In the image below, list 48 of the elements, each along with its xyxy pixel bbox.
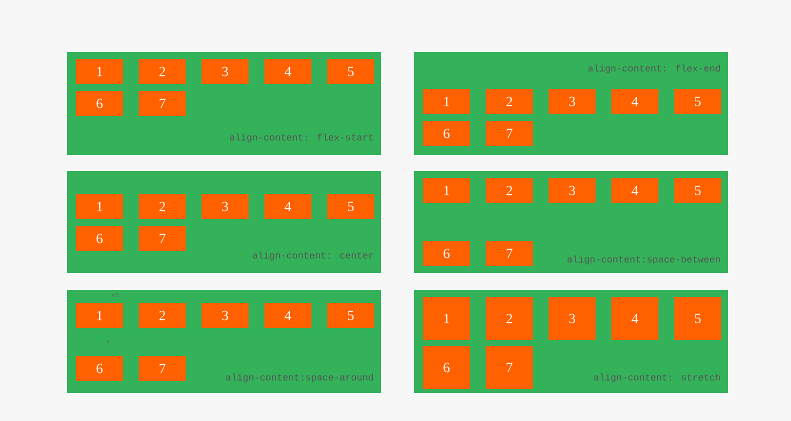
flex-item: 6 [423, 241, 470, 266]
flex-item: 5 [674, 297, 722, 340]
flex-item: 2 [486, 89, 533, 114]
flex-item: 6 [423, 121, 470, 146]
flex-item: 1 [76, 194, 123, 219]
flex-item: 7 [486, 241, 533, 266]
flex-item: 1 [76, 303, 123, 328]
property-label: align-content: flex-end [588, 64, 720, 74]
flex-item: 5 [674, 89, 722, 114]
flex-item: 4 [264, 59, 312, 84]
flex-item: 1 [423, 178, 470, 203]
flex-item: 3 [202, 194, 249, 219]
flex-item: 5 [674, 178, 722, 203]
flex-item: 7 [138, 356, 186, 381]
flex-item: 5 [327, 194, 374, 219]
property-label: align-content: stretch [594, 374, 720, 382]
flex-item: 3 [548, 297, 596, 340]
flex-item: 3 [548, 178, 596, 203]
flex-item: 6 [76, 356, 123, 381]
flex-item: 4 [611, 297, 658, 340]
flex-item: 2 [138, 303, 186, 328]
property-label: align-content: flex-start [230, 134, 373, 142]
flex-item: 6 [423, 346, 470, 389]
flex-item: 2 [486, 178, 533, 203]
flex-item: 6 [76, 226, 123, 251]
property-label: align-content:space-around [226, 374, 373, 382]
flex-item: 7 [138, 226, 186, 251]
flex-item: 1 [76, 59, 123, 84]
flex-item: 4 [611, 89, 658, 114]
flex-item: 5 [327, 303, 374, 328]
flex-item: 4 [611, 178, 658, 203]
flex-item: 3 [202, 59, 249, 84]
flex-item: 7 [138, 91, 186, 116]
property-label: align-content: center [252, 252, 373, 260]
flex-item: 6 [76, 91, 123, 116]
flex-item: 2 [486, 297, 533, 340]
flex-item: 7 [486, 346, 533, 389]
flex-item: 4 [264, 303, 312, 328]
flex-item: 5 [327, 59, 374, 84]
flex-item: 3 [548, 89, 596, 114]
flex-item: 2 [138, 59, 186, 84]
flex-item: 1 [423, 297, 470, 340]
flex-item: 4 [264, 194, 312, 219]
flex-item: 7 [486, 121, 533, 146]
flex-item: 2 [138, 194, 186, 219]
property-label: align-content:space-between [567, 256, 720, 264]
flex-item: 3 [202, 303, 249, 328]
flex-item: 1 [423, 89, 470, 114]
